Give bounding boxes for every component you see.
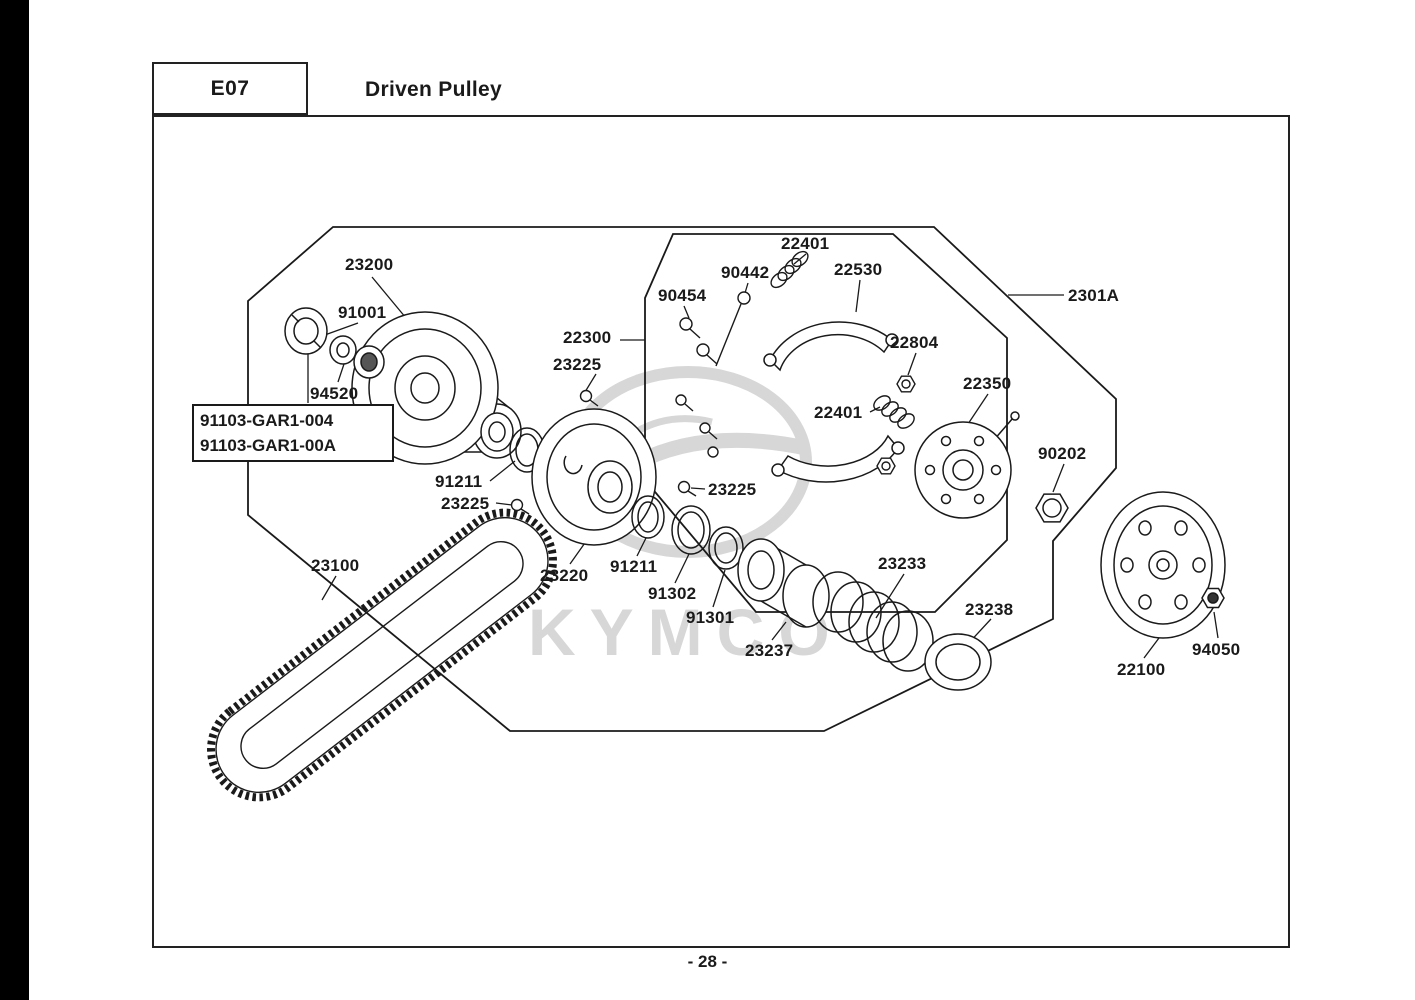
part-label-91301: 91301 [686,608,735,627]
part-label-2301a: 2301A [1068,286,1120,305]
section-code: E07 [210,76,250,100]
pin-23225-c [677,480,697,497]
part-label-23100: 23100 [311,556,360,575]
page-title: Driven Pulley [365,78,502,101]
washer-94520 [329,335,357,365]
leader-lines [307,253,1219,659]
pin-23225-b [510,498,530,515]
clutch-subassembly-outline-22300 [644,233,1008,613]
diagram-frame [152,115,1290,948]
clutch-outer-22100 [1100,491,1226,639]
part-label-23225-b: 23225 [441,494,490,513]
part-label-94050: 94050 [1192,640,1241,659]
part-label-91001: 91001 [338,303,387,322]
part-label-94520: 94520 [310,384,359,403]
bearing-91001 [284,307,328,355]
part-label-90202: 90202 [1038,444,1087,463]
spring-seat-23238 [924,633,992,691]
part-label-22100: 22100 [1117,660,1166,679]
drive-belt [207,508,557,802]
section-code-box: E07 [152,62,308,115]
clutch-driver-plate-22350 [914,411,1020,519]
binding-edge [0,0,29,1000]
part-label-22350: 22350 [963,374,1012,393]
part-ref-box-91103: 91103-GAR1-004 91103-GAR1-00A [192,404,394,462]
part-label-23220: 23220 [540,566,589,585]
spring-guide-23237 [737,538,830,628]
part-label-90442: 90442 [721,263,770,282]
pin-23225-a [579,389,599,407]
part-label-23237: 23237 [745,641,794,660]
flange-nut-94050 [1201,587,1225,609]
part-label-23233: 23233 [878,554,927,573]
spring-22401-a [770,250,809,289]
part-label-22401-a: 22401 [781,234,830,253]
kymco-watermark-text: KYMCO [528,595,844,669]
seal-washer [353,345,385,379]
ring-91302 [671,505,711,555]
part-label-91103-gar1-004: 91103-GAR1-004 [200,411,334,430]
part-label-23200: 23200 [345,255,394,274]
part-label-91211-a: 91211 [435,472,483,491]
part-label-91103-gar1-00a: 91103-GAR1-00A [200,436,337,455]
clutch-shoes-22530 [763,321,905,483]
page-number: - 28 - [687,952,728,971]
part-label-91211-b: 91211 [610,557,658,576]
part-label-22530: 22530 [834,260,883,279]
shoe-bolts-90454-90442 [675,291,751,458]
nut-22804-a [896,375,916,393]
collar-91301 [708,526,744,570]
part-label-22300: 22300 [563,328,612,347]
seal-91211-b [631,495,665,539]
part-label-23225-c: 23225 [708,480,757,499]
part-label-23238: 23238 [965,600,1014,619]
part-label-22804: 22804 [890,333,939,352]
spring-22401-b [873,395,915,429]
nut-22804-b [876,457,896,475]
part-label-91302: 91302 [648,584,697,603]
lock-nut-90202 [1035,493,1069,523]
clutch-spring-23233 [812,571,934,672]
part-label-90454: 90454 [658,286,707,305]
driven-face-movable-23220 [531,408,657,546]
part-label-23225-a: 23225 [553,355,602,374]
part-label-22401-b: 22401 [814,403,863,422]
